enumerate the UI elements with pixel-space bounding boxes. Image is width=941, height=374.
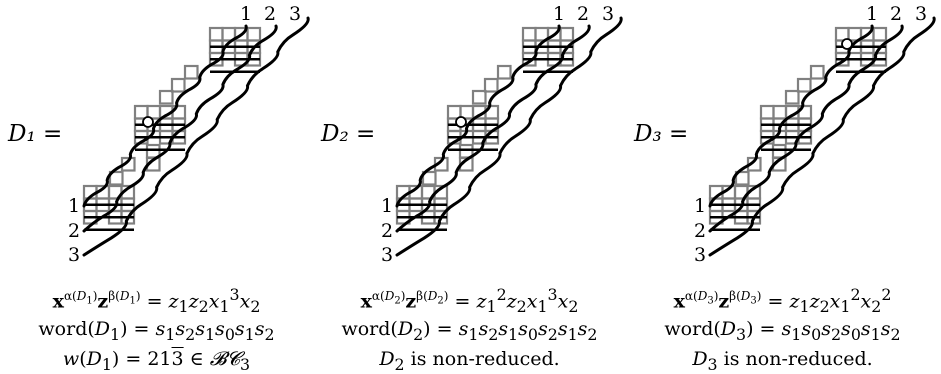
pipe-dream-diagram-3 — [708, 16, 936, 257]
strand-3 — [82, 16, 310, 257]
left-strand-label-3: 3 — [68, 244, 81, 266]
grid-cell — [158, 89, 174, 105]
word-caption-1: word(D1) = s1s2s1s0s1s2 — [38, 318, 275, 344]
grid-cell — [246, 26, 262, 42]
grid-cell — [521, 26, 537, 42]
top-strand-label-3: 3 — [915, 3, 928, 25]
grid-cell — [734, 170, 750, 186]
grid-cell — [471, 89, 487, 105]
grid-cell — [208, 26, 224, 42]
grid-cell — [496, 64, 512, 80]
note-caption-3: D3 is non-reduced. — [692, 348, 873, 374]
grid-cell — [796, 77, 812, 93]
monomial-caption-1: xα(D1)zβ(D1) = z1z2x13x2 — [52, 285, 261, 317]
grid-cell — [872, 26, 888, 42]
strand-3 — [708, 16, 936, 257]
left-strand-label-3: 3 — [694, 244, 707, 266]
diagram-label-2: D₂ = — [321, 121, 376, 147]
top-strand-label-1: 1 — [240, 3, 253, 25]
diagram-panel-3: D₃ = 1 2 3 1 2 3 xα(D3)zβ(D3) = z1z2x12x… — [626, 0, 939, 373]
note-caption-1: w(D1) = 213 ∈ 𝓑𝓒3 — [62, 348, 251, 374]
monomial-caption-2: xα(D2)zβ(D2) = z12z2x13x2 — [360, 285, 579, 317]
strand-1 — [708, 24, 874, 208]
top-strand-label-2: 2 — [264, 3, 277, 25]
note-caption-2: D2 is non-reduced. — [379, 348, 560, 374]
left-strand-label-1: 1 — [68, 195, 81, 217]
grid-cell — [559, 26, 575, 42]
top-strand-label-1: 1 — [866, 3, 879, 25]
grid-cell — [483, 77, 499, 93]
diagram-panel-1: D₁ = 1 2 3 1 2 3 xα(D1)zβ(D1) = z1z2x13x… — [0, 0, 313, 373]
elbow-circle-marker — [142, 116, 154, 128]
grid-cell — [784, 89, 800, 105]
grid-cell — [183, 64, 199, 80]
top-strand-label-3: 3 — [602, 3, 615, 25]
strand-1 — [82, 24, 248, 208]
grid-cell — [759, 104, 775, 120]
left-strand-label-2: 2 — [694, 220, 707, 242]
top-strand-label-3: 3 — [289, 3, 302, 25]
diagram-label-1: D₁ = — [8, 121, 63, 147]
grid-cell — [108, 170, 124, 186]
diagram-panel-2: D₂ = 1 2 3 1 2 3 xα(D2)zβ(D2) = z12z2x13… — [313, 0, 626, 373]
strand-1 — [395, 24, 561, 208]
left-strand-label-3: 3 — [381, 244, 394, 266]
left-strand-label-1: 1 — [381, 195, 394, 217]
left-strand-label-1: 1 — [694, 195, 707, 217]
top-strand-label-1: 1 — [553, 3, 566, 25]
pipe-dream-diagram-2 — [395, 16, 623, 257]
grid-cell — [421, 170, 437, 186]
grid-cell — [170, 77, 186, 93]
grid-cell — [809, 64, 825, 80]
word-caption-2: word(D2) = s1s2s1s0s2s1s2 — [341, 318, 598, 344]
top-strand-label-2: 2 — [890, 3, 903, 25]
left-strand-label-2: 2 — [68, 220, 81, 242]
left-strand-label-2: 2 — [381, 220, 394, 242]
grid-cell — [772, 104, 788, 120]
top-strand-label-2: 2 — [577, 3, 590, 25]
monomial-caption-3: xα(D3)zβ(D3) = z1z2x12x22 — [673, 285, 892, 317]
diagram-label-3: D₃ = — [634, 121, 689, 147]
word-caption-3: word(D3) = s1s0s2s0s1s2 — [664, 318, 901, 344]
elbow-circle-marker — [455, 116, 467, 128]
elbow-circle-marker — [841, 38, 853, 50]
strand-3 — [395, 16, 623, 257]
pipe-dream-diagram-1 — [82, 16, 310, 257]
